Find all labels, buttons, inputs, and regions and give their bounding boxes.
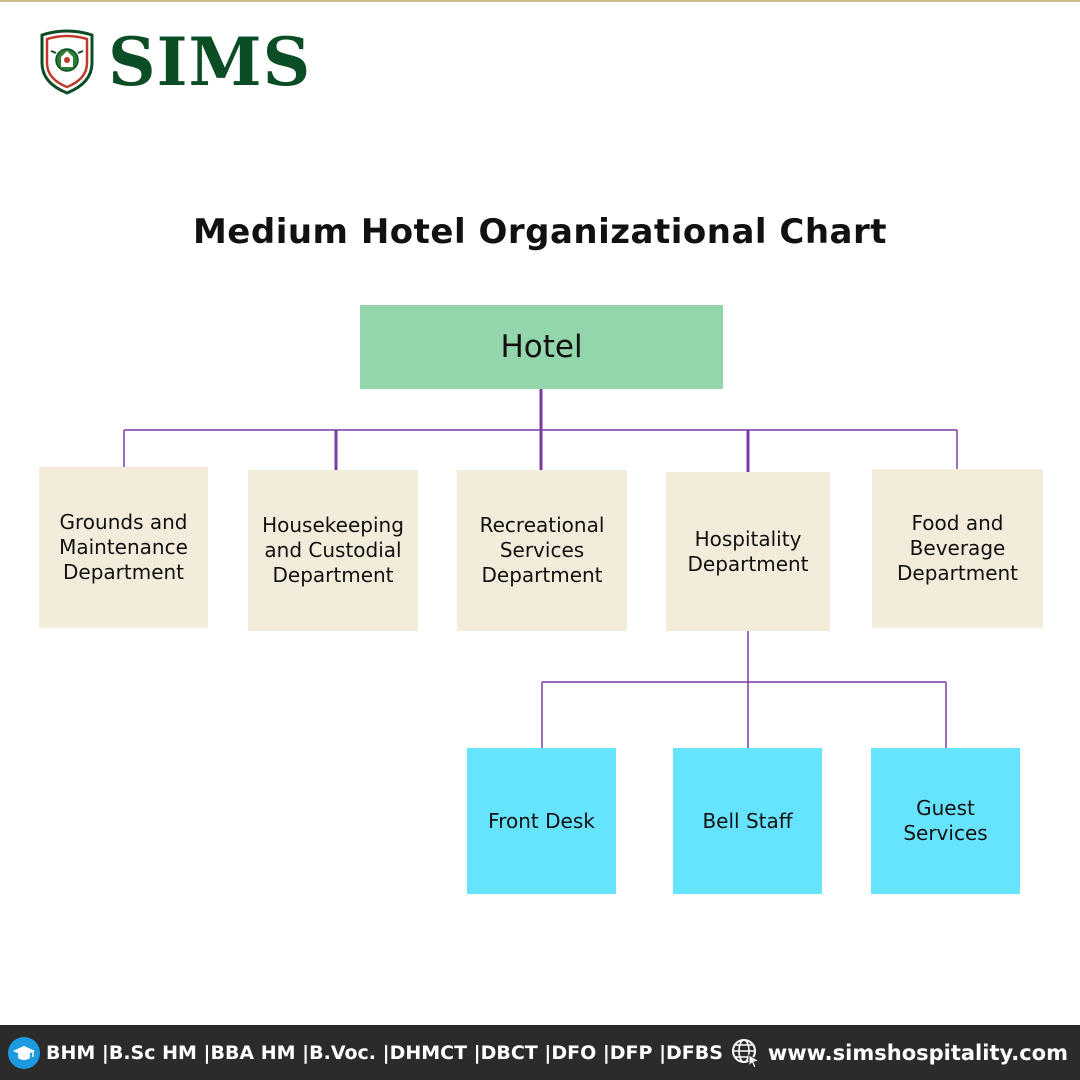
dept-node-label: Housekeeping and Custodial Department	[262, 513, 404, 587]
dept-node-food-beverage: Food and Beverage Department	[872, 469, 1043, 628]
footer-courses: BHM |B.Sc HM |BBA HM |B.Voc. |DHMCT |DBC…	[8, 1036, 723, 1069]
dept-node-label: Grounds and Maintenance Department	[59, 510, 188, 584]
sub-node-label: Guest Services	[903, 796, 988, 845]
root-node-label: Hotel	[500, 328, 583, 365]
top-rule	[0, 0, 1080, 2]
footer-website[interactable]: www.simshospitality.com	[730, 1037, 1068, 1069]
dept-node-grounds: Grounds and Maintenance Department	[39, 467, 208, 628]
root-node-hotel: Hotel	[360, 305, 723, 389]
dept-node-hospitality: Hospitality Department	[666, 472, 830, 631]
sub-node-bell-staff: Bell Staff	[673, 748, 822, 894]
sub-node-guest-services: Guest Services	[871, 748, 1020, 894]
globe-cursor-icon	[731, 1038, 761, 1069]
brand-name: SIMS	[108, 23, 312, 101]
dept-node-label: Recreational Services Department	[479, 513, 605, 587]
logo	[36, 28, 98, 96]
sub-node-front-desk: Front Desk	[467, 748, 616, 894]
footer-courses-text: BHM |B.Sc HM |BBA HM |B.Voc. |DHMCT |DBC…	[46, 1041, 723, 1064]
footer-bar: BHM |B.Sc HM |BBA HM |B.Voc. |DHMCT |DBC…	[0, 1025, 1080, 1080]
sub-node-label: Bell Staff	[702, 808, 793, 833]
sub-node-label: Front Desk	[488, 808, 595, 833]
dept-node-recreational: Recreational Services Department	[457, 470, 627, 631]
chart-title: Medium Hotel Organizational Chart	[192, 212, 888, 252]
sims-crest-icon	[40, 29, 94, 95]
dept-node-housekeeping: Housekeeping and Custodial Department	[248, 470, 418, 631]
dept-node-label: Hospitality Department	[687, 526, 809, 576]
dept-node-label: Food and Beverage Department	[896, 511, 1019, 585]
footer-website-link[interactable]: www.simshospitality.com	[767, 1040, 1068, 1065]
graduation-cap-icon	[8, 1036, 40, 1069]
